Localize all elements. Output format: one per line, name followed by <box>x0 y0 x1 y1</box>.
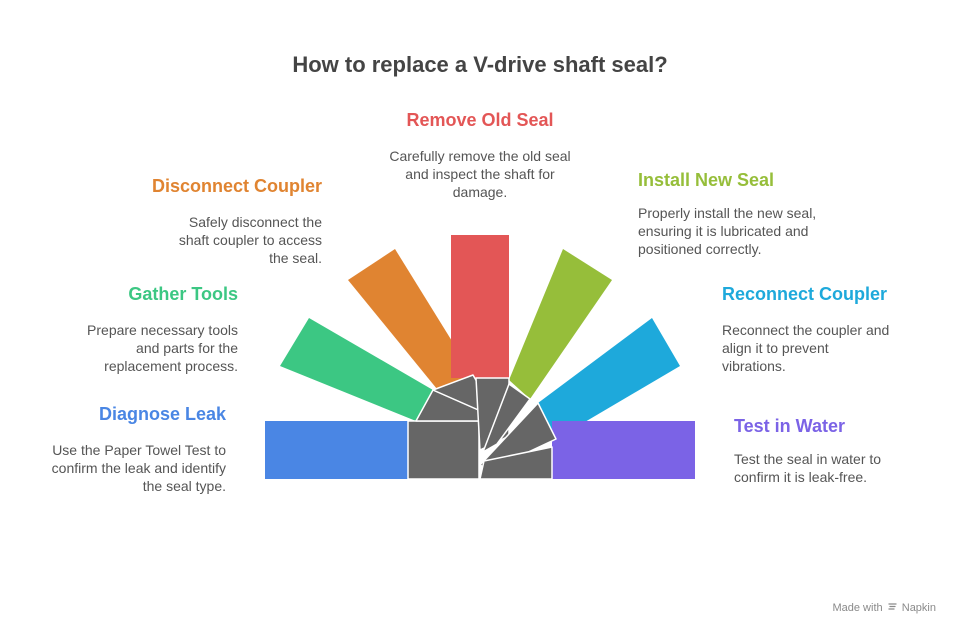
blade-install-new-seal <box>509 249 612 399</box>
step-desc-disconnect-coupler: Safely disconnect the shaft coupler to a… <box>178 214 322 266</box>
step-title-gather-tools: Gather Tools <box>128 284 238 304</box>
step-title-install-new-seal: Install New Seal <box>638 170 775 190</box>
hub-facet-1 <box>407 420 480 480</box>
blade-gather-tools <box>280 318 433 421</box>
made-with-label: Made with <box>832 602 883 614</box>
step-title-reconnect-coupler: Reconnect Coupler <box>722 284 888 304</box>
hub-facet-7 <box>479 446 553 480</box>
step-desc-install-new-seal: Properly install the new seal, ensuring … <box>638 205 817 257</box>
step-title-diagnose-leak: Diagnose Leak <box>98 404 226 424</box>
made-with-napkin[interactable]: Made with Napkin <box>832 602 936 614</box>
blades <box>265 235 695 479</box>
napkin-logo-icon <box>888 602 897 614</box>
step-title-disconnect-coupler: Disconnect Coupler <box>151 176 322 196</box>
step-desc-diagnose-leak: Use the Paper Towel Test to confirm the … <box>51 442 226 494</box>
step-title-test-in-water: Test in Water <box>734 416 846 436</box>
blade-test-in-water <box>552 421 695 479</box>
step-desc-gather-tools: Prepare necessary tools and parts for th… <box>87 322 238 374</box>
blade-reconnect-coupler <box>538 318 680 439</box>
hub-facet-5 <box>482 383 531 453</box>
step-desc-remove-old-seal: Carefully remove the old seal and inspec… <box>389 148 571 200</box>
step-desc-reconnect-coupler: Reconnect the coupler and align it to pr… <box>722 322 890 374</box>
blade-diagnose-leak <box>265 421 408 479</box>
napkin-brand-label: Napkin <box>901 602 936 614</box>
step-title-remove-old-seal: Remove Old Seal <box>406 110 554 130</box>
blade-disconnect-coupler <box>348 249 473 389</box>
hub <box>407 374 557 480</box>
blade-remove-old-seal <box>451 235 509 378</box>
step-desc-test-in-water: Test the seal in water to confirm it is … <box>734 451 882 485</box>
page-title: How to replace a V-drive shaft seal? <box>292 52 668 77</box>
